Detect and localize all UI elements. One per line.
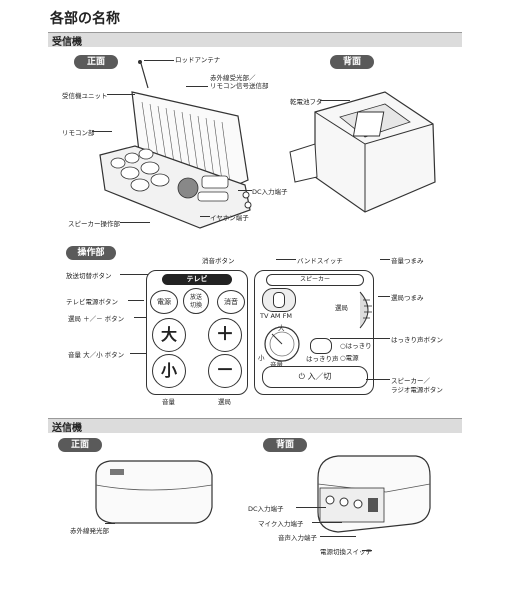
channel-down-button[interactable]: － xyxy=(208,354,242,388)
volume-up-button[interactable]: 大 xyxy=(152,318,186,352)
label-audio-jack: 音声入力端子 xyxy=(278,534,317,542)
mute-button[interactable]: 消音 xyxy=(217,290,245,314)
dial-max-label: 大 xyxy=(278,324,285,332)
label-clear-voice-button: はっきり声ボタン xyxy=(391,336,443,344)
tab-receiver-front: 正面 xyxy=(74,55,118,69)
tuning-knob[interactable] xyxy=(356,290,378,330)
label-tv-power: テレビ電源ボタン xyxy=(66,298,118,306)
receiver-front-illustration xyxy=(99,60,252,229)
label-channel: 選局 ＋／－ ボタン xyxy=(68,315,125,323)
label-battery-cover: 乾電池フタ xyxy=(290,98,323,106)
tv-power-button[interactable]: 電源 xyxy=(150,290,178,314)
channel-caption: 選局 xyxy=(218,398,231,406)
tv-panel-header: テレビ xyxy=(162,274,232,285)
label-ir-receiver-1: 赤外線受光部／ xyxy=(210,74,256,82)
broadcast-button-label-1: 放送 xyxy=(189,294,202,301)
clear-voice-label: はっきり声 xyxy=(306,355,339,363)
label-speaker-controls: スピーカー操作部 xyxy=(68,220,120,228)
label-speaker-power-1: スピーカー／ xyxy=(391,377,430,385)
label-mute: 消音ボタン xyxy=(202,257,235,265)
label-ir-receiver-2: リモコン信号送信部 xyxy=(210,82,269,90)
speaker-panel-header: スピーカー xyxy=(266,274,364,286)
label-tx-dc-jack: DC入力端子 xyxy=(248,505,284,513)
volume-down-button[interactable]: 小 xyxy=(152,354,186,388)
indicator-power: ○電源 xyxy=(340,354,359,362)
label-power-switch: 電源切換スイッチ xyxy=(320,548,372,556)
tab-receiver-back: 背面 xyxy=(330,55,374,69)
volume-dial[interactable] xyxy=(260,320,310,364)
rod-antenna-icon xyxy=(139,60,149,89)
section-header-transmitter: 送信機 xyxy=(48,418,462,434)
speaker-power-label: 入／切 xyxy=(307,372,332,381)
power-icon: ⏻ xyxy=(298,372,308,381)
tab-controls: 操作部 xyxy=(66,246,116,260)
speaker-tuning-label: 選局 xyxy=(335,304,348,312)
section-header-receiver: 受信機 xyxy=(48,32,462,48)
label-ir-emitter: 赤外線発光部 xyxy=(70,527,109,535)
broadcast-switch-button[interactable]: 放送 切換 xyxy=(183,288,209,314)
band-labels: TV AM FM xyxy=(260,312,292,320)
speaker-volume-label: 音量 xyxy=(270,361,283,369)
dial-min-label: 小 xyxy=(258,354,265,362)
receiver-back-illustration xyxy=(289,91,436,213)
broadcast-button-label-2: 切換 xyxy=(189,302,202,309)
tab-transmitter-front: 正面 xyxy=(58,438,102,452)
label-volume: 音量 大／小 ボタン xyxy=(68,351,125,359)
label-receiver-unit: 受信機ユニット xyxy=(62,92,108,100)
band-switch[interactable] xyxy=(262,288,296,312)
label-speaker-power-2: ラジオ電源ボタン xyxy=(391,386,443,394)
section-title-transmitter: 送信機 xyxy=(52,423,82,434)
volume-caption: 音量 xyxy=(162,398,175,406)
channel-up-button[interactable]: ＋ xyxy=(208,318,242,352)
label-tuning-knob: 選局つまみ xyxy=(391,294,424,302)
label-volume-knob: 音量つまみ xyxy=(391,257,424,265)
label-remote-part: リモコン部 xyxy=(62,129,95,137)
label-rod-antenna: ロッドアンテナ xyxy=(175,56,221,64)
page-title: 各部の名称 xyxy=(50,11,120,27)
label-mic-jack: マイク入力端子 xyxy=(258,520,304,528)
speaker-power-button[interactable]: ⏻ 入／切 xyxy=(262,366,368,388)
tab-transmitter-back: 背面 xyxy=(263,438,307,452)
label-dc-jack: DC入力端子 xyxy=(252,188,288,196)
transmitter-front-illustration xyxy=(95,460,213,524)
clear-voice-button[interactable] xyxy=(310,338,332,354)
transmitter-back-illustration xyxy=(317,455,431,533)
label-earphone-jack: イヤホン端子 xyxy=(210,214,249,222)
label-broadcast-switch: 放送切替ボタン xyxy=(66,272,112,280)
label-band-switch: バンドスイッチ xyxy=(297,257,343,265)
indicator-clear: ○はっきり xyxy=(340,342,372,350)
section-title-receiver: 受信機 xyxy=(52,37,82,48)
